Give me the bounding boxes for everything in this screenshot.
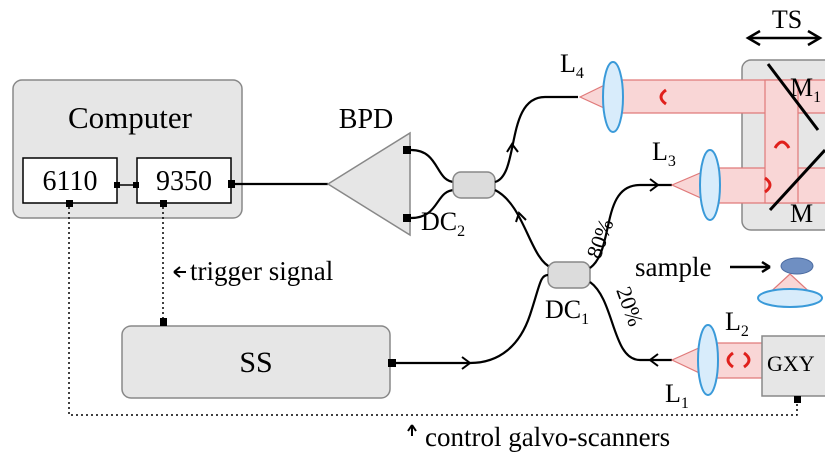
l4-label: L4 bbox=[560, 49, 584, 82]
trigger-signal-label: trigger signal bbox=[190, 256, 333, 286]
lens-l1 bbox=[697, 324, 719, 396]
bpd-detector bbox=[326, 131, 411, 237]
ts-label: TS bbox=[772, 5, 802, 34]
beam-arrow-l1-a bbox=[726, 351, 734, 369]
ratio-20-label: 20% bbox=[611, 283, 648, 329]
card-6110-label: 6110 bbox=[43, 166, 98, 197]
dc1-coupler bbox=[547, 261, 591, 289]
dc1-label: DC1 bbox=[545, 295, 589, 328]
port-9350-right bbox=[228, 180, 235, 188]
dc2-label: DC2 bbox=[421, 207, 465, 240]
beam-arrow-vertical bbox=[773, 140, 791, 149]
mirror-m-lower-label: M bbox=[790, 199, 813, 228]
dc2-coupler bbox=[452, 171, 496, 199]
sample-icon bbox=[780, 257, 814, 275]
l3-label: L3 bbox=[652, 137, 676, 170]
port-9350-bottom bbox=[160, 200, 167, 207]
card-6110 bbox=[22, 157, 118, 204]
control-galvo-label: control galvo-scanners bbox=[425, 422, 670, 452]
computer-label: Computer bbox=[68, 100, 193, 135]
l1-label: L1 bbox=[665, 379, 689, 412]
lens-l3 bbox=[699, 149, 721, 221]
mirror-m-lower bbox=[768, 148, 825, 212]
beam-arrow-l3 bbox=[764, 176, 772, 194]
ss-label: SS bbox=[239, 346, 272, 379]
lens-l4 bbox=[602, 61, 624, 133]
ratio-80-label: 80% bbox=[581, 215, 618, 261]
mirror-m1-label: M1 bbox=[790, 73, 821, 106]
bpd-label: BPD bbox=[339, 104, 393, 135]
l2-label: L2 bbox=[725, 307, 749, 340]
card-9350 bbox=[136, 157, 232, 204]
mirror-m1 bbox=[766, 63, 820, 131]
beam-arrow-l1-b bbox=[743, 351, 751, 369]
port-6110-bottom bbox=[66, 200, 73, 207]
l1-beam bbox=[670, 342, 771, 379]
lens-l2 bbox=[757, 288, 823, 308]
beam-arrow-l4 bbox=[659, 88, 667, 106]
sample-label: sample bbox=[635, 252, 711, 282]
gxy-label: GXY bbox=[767, 351, 815, 376]
card-9350-label: 9350 bbox=[156, 166, 212, 197]
